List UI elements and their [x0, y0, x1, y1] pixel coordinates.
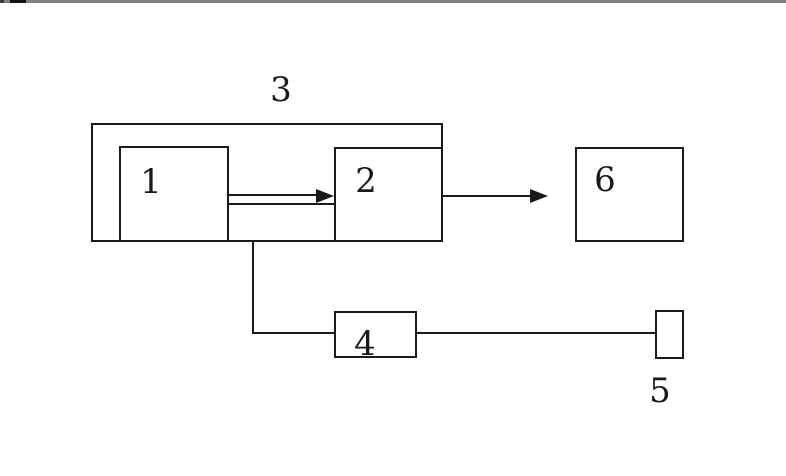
line-4-to-5: [417, 332, 655, 334]
toolbar-icon-mark: [10, 0, 26, 3]
line-into-box-4: [252, 332, 336, 334]
connector-line-1-to-2: [229, 203, 334, 205]
box-4: [334, 311, 417, 358]
box-4-label: 4: [354, 324, 376, 364]
drop-line-group3-to-4: [252, 242, 254, 334]
box-1: [119, 146, 229, 242]
box-2-label: 2: [355, 161, 377, 201]
cropped-toolbar-strip: [0, 0, 786, 3]
arrow-1-to-2-shaft: [229, 194, 318, 196]
box-6: [575, 147, 684, 242]
arrow-2-to-6-head-icon: [530, 189, 548, 203]
box-2: [334, 147, 443, 242]
box-6-label: 6: [594, 160, 616, 200]
group-3-label: 3: [270, 70, 292, 110]
box-1-label: 1: [140, 162, 162, 202]
arrow-1-to-2-head-icon: [316, 189, 334, 203]
box-5-label: 5: [649, 371, 671, 411]
toolbar-corner-mark: [0, 0, 4, 3]
arrow-2-to-6-shaft: [443, 195, 531, 197]
box-5: [655, 310, 684, 359]
